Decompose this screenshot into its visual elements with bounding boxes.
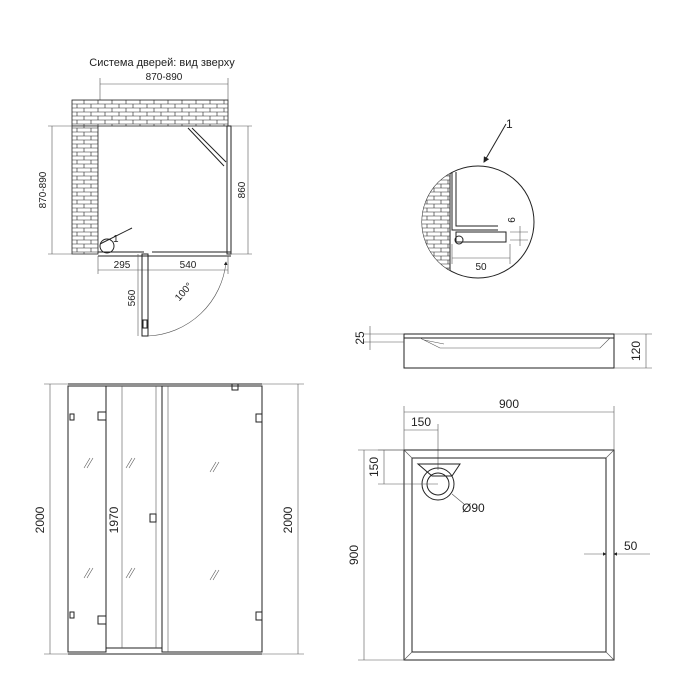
tray-rim: [411, 457, 607, 653]
detail-profile: [451, 172, 498, 231]
right-clip-1: [255, 413, 263, 423]
seg-right-label: 540: [180, 260, 197, 271]
front-right-panel: [161, 385, 263, 653]
drain-diameter-label: Ø90: [462, 501, 485, 515]
detail-brick-wall: [422, 170, 450, 278]
tray-corner-3: [403, 651, 413, 661]
front-hinge-2: [97, 615, 107, 625]
glass-mark-6b: [212, 569, 220, 581]
glass-mark-1b: [86, 457, 94, 469]
detail-view: 1 6 50: [421, 117, 535, 279]
glass-mark-5a: [209, 461, 217, 473]
drain-offset-y-label: 150: [367, 457, 381, 477]
door-open: [141, 253, 149, 337]
plan-title: Система дверей: вид зверху: [89, 57, 235, 69]
swing-angle-label: 100°: [173, 281, 195, 304]
glass-mark-4a: [125, 567, 133, 579]
callout-circle: [99, 238, 115, 254]
gap-label: 6: [507, 217, 518, 223]
tray-corner-1: [403, 449, 413, 459]
drain-offset-x-label: 150: [411, 415, 431, 429]
left-brick-wall: [71, 125, 99, 255]
side-depth-label: 860: [237, 181, 248, 198]
tray-width-label: 900: [499, 397, 519, 411]
glass-mark-1a: [83, 457, 91, 469]
door-handle: [142, 319, 148, 329]
tray-outer: [403, 449, 615, 661]
door-knob: [149, 513, 157, 523]
tray-height-label: 120: [629, 341, 643, 361]
swing-arc: [147, 261, 228, 337]
side-glass-panel: [226, 125, 232, 255]
right-clip-2: [255, 611, 263, 621]
detail-pointer: [483, 123, 507, 163]
glass-mark-3b: [128, 457, 136, 469]
top-bracket-line-2: [191, 127, 227, 163]
tray-side-drain: [423, 339, 445, 345]
height-left-label: 2000: [33, 506, 47, 533]
tray-side-body: [403, 333, 615, 369]
rim-label: 50: [624, 539, 638, 553]
tray-side-view: 25 120: [353, 326, 652, 369]
seg-left-label: 295: [114, 260, 131, 271]
front-hinge-1: [97, 411, 107, 421]
door-swing-label: 560: [127, 289, 138, 306]
height-right-label: 2000: [281, 506, 295, 533]
detail-callout-number: 1: [506, 117, 513, 131]
right-clip-top: [231, 383, 239, 391]
tray-corner-4: [605, 651, 615, 661]
detail-screw: [454, 235, 464, 245]
front-clip-2: [69, 611, 75, 619]
drain-recess-top: [416, 463, 461, 477]
plan-callout: 1: [113, 234, 119, 245]
overlap-label: 50: [475, 262, 487, 273]
tray-corner-2: [605, 449, 615, 459]
glass-mark-5b: [212, 461, 220, 473]
detail-profile-inner: [455, 172, 498, 227]
glass-mark-2b: [86, 567, 94, 579]
height-door-label: 1970: [107, 506, 121, 533]
depth-range-label: 870-890: [38, 171, 49, 208]
glass-mark-2a: [83, 567, 91, 579]
front-clip-1: [69, 413, 75, 421]
lip-label: 25: [353, 331, 367, 345]
tray-depth-label: 900: [347, 545, 361, 565]
plan-view: Система дверей: вид зверху 870-890 870-8…: [38, 57, 252, 337]
detail-bracket: [455, 231, 507, 243]
glass-mark-3a: [125, 457, 133, 469]
tray-top-view: 900 150 Ø90 150 900 50: [347, 397, 650, 661]
top-brick-wall: [71, 99, 229, 127]
glass-mark-6a: [209, 569, 217, 581]
left-bracket-line: [99, 227, 133, 245]
width-range-label: 870-890: [146, 72, 183, 83]
glass-mark-4b: [128, 567, 136, 579]
top-bracket-line: [187, 127, 225, 167]
drain-leader: [451, 493, 465, 505]
front-view: 2000 1970 2000: [33, 383, 304, 655]
tray-side-inner: [419, 337, 611, 349]
